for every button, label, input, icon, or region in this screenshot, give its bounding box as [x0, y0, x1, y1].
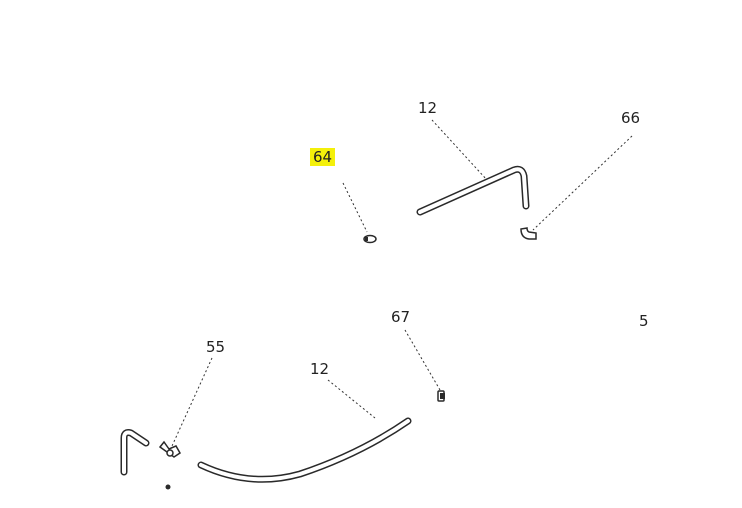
callout-64: 64	[310, 148, 336, 166]
callout-67: 67	[391, 308, 411, 326]
part-66-elbow	[520, 227, 537, 240]
leader-line-12-bottom	[327, 379, 376, 419]
left-bent-pipe	[120, 429, 150, 476]
part-55-clamp	[158, 440, 181, 490]
callout-55: 55	[206, 338, 226, 356]
callout-12-bottom: 12	[310, 360, 330, 378]
leader-line-66	[532, 135, 633, 231]
leader-line-67	[404, 329, 441, 391]
part-67-connector	[437, 390, 445, 402]
callout-66: 66	[621, 109, 641, 127]
leader-line-64	[342, 182, 368, 233]
leader-line-12-top	[431, 119, 488, 181]
leader-line-55	[171, 357, 213, 447]
callout-12-top: 12	[418, 99, 438, 117]
callout-5: 5	[639, 312, 649, 330]
part-64-fitting	[363, 234, 377, 244]
part-12-top-hose	[416, 165, 530, 216]
part-12-bottom-hose	[197, 417, 412, 483]
